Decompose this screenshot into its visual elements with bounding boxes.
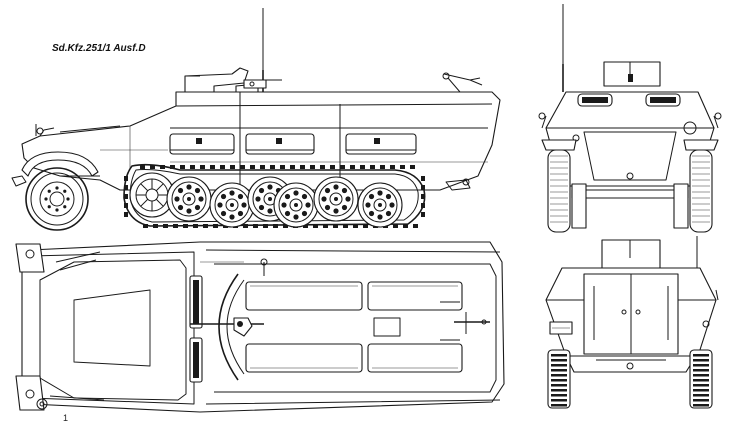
side-view-drawing (11, 8, 501, 231)
wheel-hub (225, 198, 239, 212)
roadwheel (166, 176, 212, 222)
sheet-number: 1 (63, 413, 68, 423)
rear-view-drawing (545, 236, 719, 409)
wheel-hub (373, 198, 387, 212)
roadwheel (209, 182, 255, 228)
wheel-hub (182, 192, 196, 206)
top-view-drawing (15, 241, 505, 413)
drawing-title: Sd.Kfz.251/1 Ausf.D (52, 43, 146, 54)
roadwheel (313, 176, 359, 222)
roadwheel (357, 182, 403, 228)
wheel-hub (329, 192, 343, 206)
roadwheel (273, 182, 319, 228)
front-view-drawing (538, 4, 722, 233)
wheel-hub (289, 198, 303, 212)
